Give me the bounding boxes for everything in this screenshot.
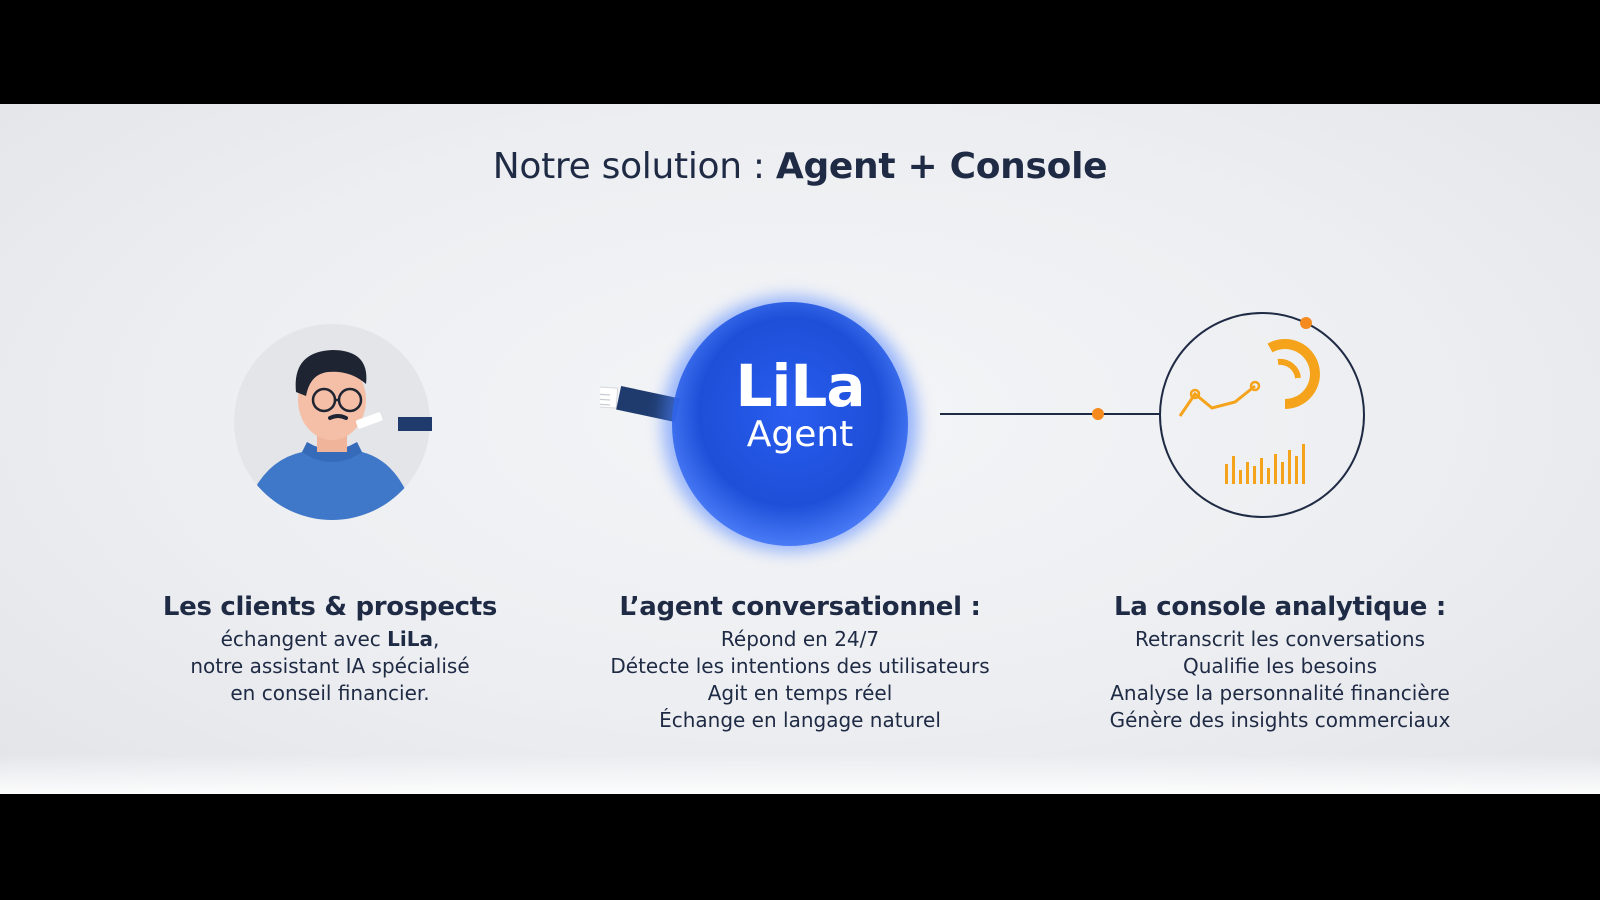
console-line-2: Qualifie les besoins bbox=[1183, 654, 1377, 678]
person-illustration-icon bbox=[234, 324, 432, 520]
title-emphasis: Agent + Console bbox=[775, 146, 1108, 187]
console-line-4: Génère des insights commerciaux bbox=[1109, 708, 1451, 732]
lila-agent-label: LiLa Agent bbox=[690, 356, 910, 454]
clients-line-1: échangent avec LiLa, bbox=[130, 626, 530, 653]
analytics-console-icon bbox=[940, 312, 1365, 518]
console-line-3: Analyse la personnalité financière bbox=[1110, 681, 1450, 705]
console-heading: La console analytique : bbox=[1114, 592, 1446, 622]
agent-heading: L’agent conversationnel : bbox=[619, 592, 981, 622]
slide: Notre solution : Agent + Console bbox=[0, 104, 1600, 794]
lila-agent-blob-icon bbox=[600, 296, 918, 552]
agent-line-4: Échange en langage naturel bbox=[659, 708, 941, 732]
agent-line-3: Agit en temps réel bbox=[707, 681, 893, 705]
console-column: La console analytique : Retranscrit les … bbox=[1060, 592, 1500, 734]
clients-line-3: en conseil financier. bbox=[230, 681, 430, 705]
clients-line-1-pre: échangent avec bbox=[220, 627, 388, 651]
clients-column: Les clients & prospects échangent avec L… bbox=[130, 592, 530, 707]
agent-line-1: Répond en 24/7 bbox=[720, 627, 880, 651]
clients-line-1-bold: LiLa bbox=[387, 627, 434, 651]
clients-line-1-post: , bbox=[433, 627, 440, 651]
title-prefix: Notre solution : bbox=[492, 146, 776, 187]
agent-column: L’agent conversationnel : Répond en 24/7… bbox=[580, 592, 1020, 734]
agent-subtitle-text: Agent bbox=[746, 414, 854, 455]
console-line-1: Retranscrit les conversations bbox=[1134, 627, 1425, 651]
clients-heading: Les clients & prospects bbox=[162, 592, 498, 622]
clients-line-2: notre assistant IA spécialisé bbox=[190, 654, 470, 678]
agent-line-2: Détecte les intentions des utilisateurs bbox=[610, 654, 990, 678]
page-title: Notre solution : Agent + Console bbox=[0, 146, 1600, 187]
lila-brand-text: LiLa bbox=[735, 352, 866, 420]
